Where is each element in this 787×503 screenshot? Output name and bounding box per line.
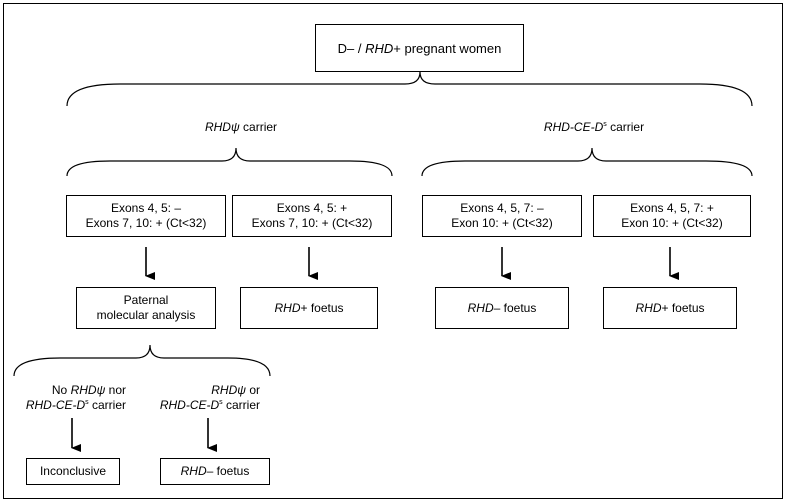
brace-pseudogene xyxy=(66,147,393,177)
brace-hybrid xyxy=(421,147,753,177)
brace-top xyxy=(66,71,753,107)
branch-hybrid-label: RHD-CE-Ds carrier xyxy=(543,120,645,134)
root-label: D– / RHD+ pregnant women xyxy=(337,40,502,56)
test-box-2: Exons 4, 5: +Exons 7, 10: + (Ct<32) xyxy=(232,195,392,237)
brace-paternal xyxy=(13,344,271,377)
test-box-4: Exons 4, 5, 7: +Exon 10: + (Ct<32) xyxy=(593,195,751,237)
outcome-positive-2: RHD+ foetus xyxy=(603,287,737,329)
outcome-positive-1: RHD+ foetus xyxy=(240,287,378,329)
test-box-3: Exons 4, 5, 7: –Exon 10: + (Ct<32) xyxy=(422,195,582,237)
paternal-none-label: No RHDψ nor RHD-CE-Ds carrier xyxy=(25,383,126,412)
inconclusive-box: Inconclusive xyxy=(26,458,120,485)
root-box: D– / RHD+ pregnant women xyxy=(315,24,524,72)
figure-frame xyxy=(3,3,783,499)
branch-pseudogene-label: RHDψ carrier xyxy=(204,120,278,134)
paternal-either-label: RHDψ or RHD-CE-Ds carrier xyxy=(159,383,260,412)
test-box-1: Exons 4, 5: –Exons 7, 10: + (Ct<32) xyxy=(66,195,226,237)
outcome-negative-1: RHD– foetus xyxy=(435,287,569,329)
outcome-negative-2: RHD– foetus xyxy=(160,458,270,485)
